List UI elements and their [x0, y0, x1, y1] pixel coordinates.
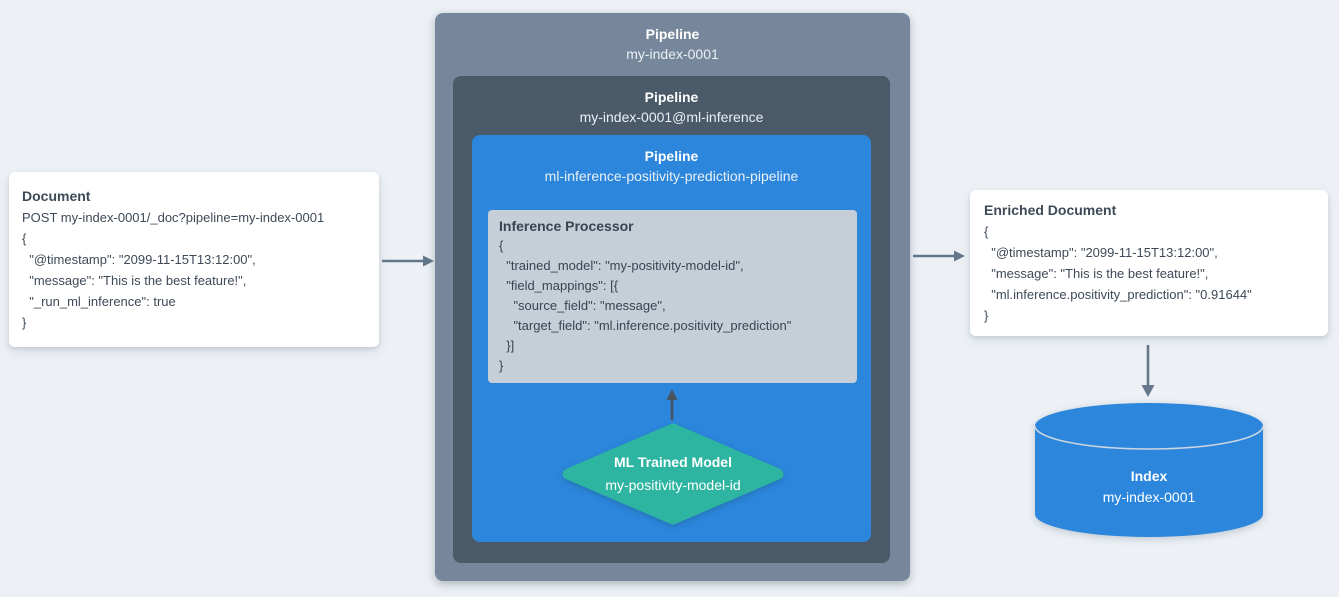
ml-trained-model-label: ML Trained Model my-positivity-model-id [561, 451, 785, 497]
code-line: "message": "This is the best feature!", [22, 273, 247, 288]
ml-trained-model-node: ML Trained Model my-positivity-model-id [561, 423, 785, 525]
code-line: } [984, 308, 989, 323]
code-line: "field_mappings": [{ [499, 278, 619, 293]
index-label: Index my-index-0001 [1033, 466, 1265, 508]
pipeline-box-outer-header: Pipeline my-index-0001 [435, 13, 910, 64]
code-line: POST my-index-0001/_doc?pipeline=my-inde… [22, 210, 325, 225]
pipeline-box-ml-positivity-header: Pipeline ml-inference-positivity-predict… [472, 135, 871, 186]
inference-processor-box: Inference Processor { "trained_model": "… [488, 210, 857, 383]
code-line: "ml.inference.positivity_prediction": "0… [984, 287, 1252, 302]
document-card-title: Document [22, 188, 91, 204]
arrow-right-icon [913, 250, 965, 262]
cylinder-icon [1034, 403, 1264, 537]
code-line: }] [499, 338, 515, 353]
document-card: Document POST my-index-0001/_doc?pipelin… [9, 172, 379, 347]
enriched-document-card-title: Enriched Document [984, 202, 1117, 218]
hexagon-icon [562, 423, 784, 525]
pipeline-name: ml-inference-positivity-prediction-pipel… [544, 168, 799, 184]
index-node: Index my-index-0001 [1033, 401, 1265, 539]
pipeline-title: Pipeline [644, 148, 699, 164]
ml-trained-model-title: ML Trained Model [614, 454, 732, 470]
code-line: } [499, 358, 504, 373]
code-line: "@timestamp": "2099-11-15T13:12:00", [984, 245, 1218, 260]
pipeline-box-outer: Pipeline my-index-0001 Pipeline my-index… [435, 13, 910, 581]
index-title: Index [1130, 468, 1168, 484]
pipeline-title: Pipeline [645, 26, 700, 42]
code-line: "target_field": "ml.inference.positivity… [499, 318, 792, 333]
ml-trained-model-name: my-positivity-model-id [605, 477, 741, 493]
code-line: { [984, 224, 989, 239]
inference-processor-title: Inference Processor [499, 218, 634, 234]
pipeline-box-ml-inference-header: Pipeline my-index-0001@ml-inference [453, 76, 890, 127]
code-line: } [22, 315, 27, 330]
pipeline-box-ml-positivity: Pipeline ml-inference-positivity-predict… [472, 135, 871, 542]
code-line: "_run_ml_inference": true [22, 294, 176, 309]
code-line: "@timestamp": "2099-11-15T13:12:00", [22, 252, 256, 267]
code-line: "source_field": "message", [499, 298, 666, 313]
pipeline-name: my-index-0001 [626, 46, 719, 62]
code-line: "trained_model": "my-positivity-model-id… [499, 258, 744, 273]
code-line: { [22, 231, 27, 246]
code-line: "message": "This is the best feature!", [984, 266, 1209, 281]
arrow-up-icon [666, 389, 678, 420]
code-line: { [499, 238, 504, 253]
pipeline-title: Pipeline [644, 89, 699, 105]
enriched-document-card: Enriched Document { "@timestamp": "2099-… [970, 190, 1328, 336]
arrow-down-icon [1141, 345, 1155, 397]
index-name: my-index-0001 [1102, 489, 1196, 505]
pipeline-box-ml-inference: Pipeline my-index-0001@ml-inference Pipe… [453, 76, 890, 563]
pipeline-name: my-index-0001@ml-inference [579, 109, 764, 125]
arrow-right-icon [382, 255, 434, 267]
